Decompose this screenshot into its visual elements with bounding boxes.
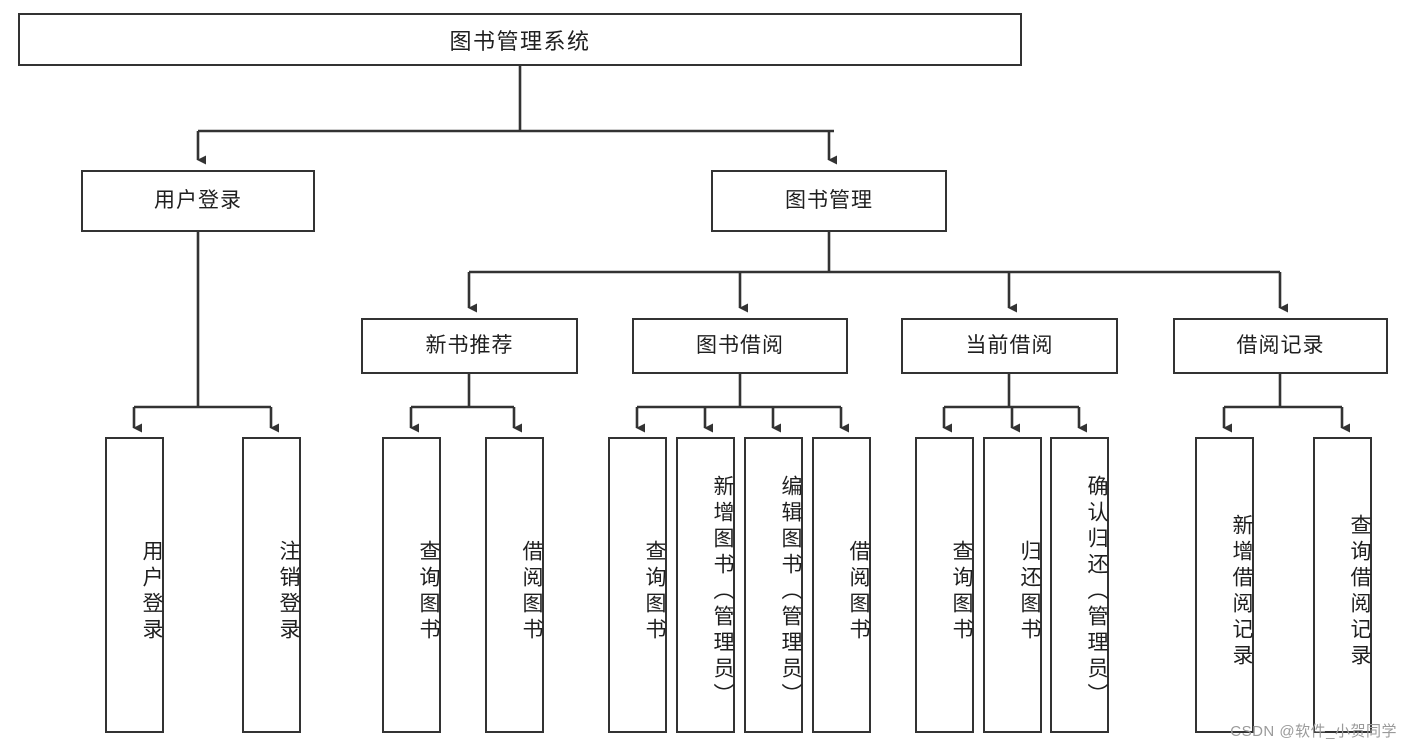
node-label: 查询图书 (417, 540, 440, 644)
leaf-query-book-recommend[interactable]: 查询图书 (382, 437, 441, 733)
node-label: 当前借阅 (965, 334, 1054, 358)
node-label: 借阅图书 (520, 540, 543, 644)
node-borrow-records[interactable]: 借阅记录 (1173, 318, 1388, 374)
node-label: 图书管理系统 (449, 28, 591, 54)
leaf-confirm-return-admin[interactable]: 确认归还（管理员） (1050, 437, 1109, 733)
node-label: 查询借阅记录 (1348, 514, 1371, 670)
leaf-add-borrow-record[interactable]: 新增借阅记录 (1195, 437, 1254, 733)
node-label: 借阅图书 (847, 540, 870, 644)
node-user-login-module[interactable]: 用户登录 (81, 170, 315, 232)
leaf-edit-book-admin[interactable]: 编辑图书（管理员） (744, 437, 803, 733)
node-label: 查询图书 (950, 540, 973, 644)
leaf-logout[interactable]: 注销登录 (242, 437, 301, 733)
node-label: 编辑图书（管理员） (779, 475, 802, 709)
leaf-return-book[interactable]: 归还图书 (983, 437, 1042, 733)
node-label: 新增图书（管理员） (711, 475, 734, 709)
node-new-book-recommend[interactable]: 新书推荐 (361, 318, 578, 374)
node-label: 新增借阅记录 (1230, 514, 1253, 670)
leaf-query-book-current[interactable]: 查询图书 (915, 437, 974, 733)
leaf-query-book-borrow[interactable]: 查询图书 (608, 437, 667, 733)
node-label: 确认归还（管理员） (1085, 475, 1108, 709)
leaf-query-borrow-record[interactable]: 查询借阅记录 (1313, 437, 1372, 733)
node-label: 注销登录 (277, 540, 300, 644)
node-root-system[interactable]: 图书管理系统 (18, 13, 1022, 66)
node-label: 图书借阅 (696, 334, 784, 358)
node-label: 查询图书 (643, 540, 666, 644)
node-label: 图书管理 (785, 189, 873, 213)
node-book-borrow[interactable]: 图书借阅 (632, 318, 848, 374)
node-current-borrow[interactable]: 当前借阅 (901, 318, 1118, 374)
node-label: 借阅记录 (1236, 334, 1325, 358)
node-book-management-module[interactable]: 图书管理 (711, 170, 947, 232)
node-label: 归还图书 (1018, 540, 1041, 644)
node-label: 新书推荐 (425, 334, 514, 358)
node-label: 用户登录 (154, 189, 242, 213)
leaf-borrow-book-recommend[interactable]: 借阅图书 (485, 437, 544, 733)
leaf-add-book-admin[interactable]: 新增图书（管理员） (676, 437, 735, 733)
leaf-user-login[interactable]: 用户登录 (105, 437, 164, 733)
node-label: 用户登录 (140, 540, 163, 644)
leaf-borrow-book[interactable]: 借阅图书 (812, 437, 871, 733)
